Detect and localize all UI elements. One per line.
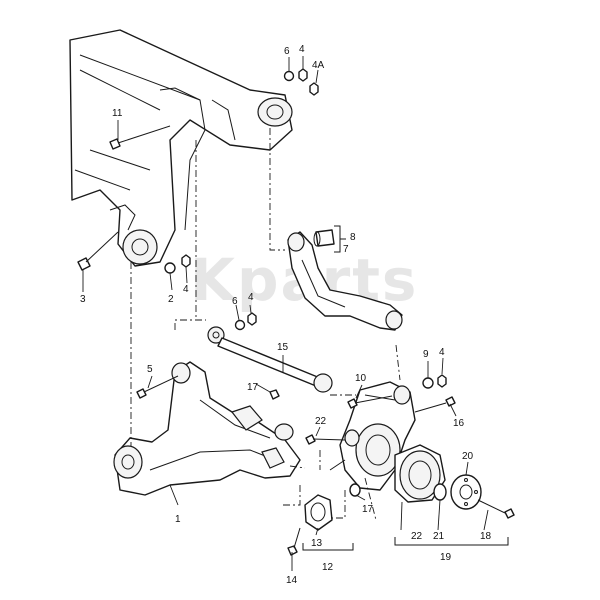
callout-20: 20 xyxy=(462,451,474,462)
callout-16: 16 xyxy=(453,418,465,429)
callout-6-mid: 6 xyxy=(232,296,238,307)
circlip-21 xyxy=(433,483,447,501)
subframe xyxy=(69,29,293,267)
callout-3: 3 xyxy=(80,294,86,305)
upper-control-arm xyxy=(287,231,403,331)
callout-13: 13 xyxy=(311,538,323,549)
bolt-16 xyxy=(414,396,456,413)
bolt-5 xyxy=(136,375,179,399)
wheel-bearing-unit xyxy=(394,444,446,503)
bolt-11 xyxy=(109,125,171,150)
bolt-17-upper xyxy=(269,389,280,400)
brackets xyxy=(302,225,509,551)
bolt-3 xyxy=(77,231,119,271)
callout-4-right: 4 xyxy=(439,347,445,358)
callout-17-lower: 17 xyxy=(362,504,374,515)
callout-8: 8 xyxy=(350,232,356,243)
bolt-22-left xyxy=(305,434,346,445)
callout-15: 15 xyxy=(277,342,289,353)
leader-lines xyxy=(82,56,489,571)
bushing-13 xyxy=(304,494,333,531)
bolt-10 xyxy=(347,395,393,409)
callout-9: 9 xyxy=(423,349,429,360)
callout-4-top: 4 xyxy=(299,44,305,55)
callout-labels: 6 4 4A 11 8 7 4 3 2 6 4 15 5 9 4 10 17 1… xyxy=(80,44,492,586)
nut-4A xyxy=(309,82,319,96)
callout-12: 12 xyxy=(322,562,334,573)
callout-11: 11 xyxy=(112,108,123,119)
callout-21: 21 xyxy=(433,531,445,542)
callout-18: 18 xyxy=(480,531,492,542)
nut-4-left xyxy=(181,254,191,268)
washer-6-mid xyxy=(234,319,246,331)
track-rod xyxy=(207,326,333,393)
callout-2: 2 xyxy=(168,294,174,305)
nut-4-top xyxy=(298,68,308,82)
callout-1: 1 xyxy=(175,514,181,525)
bush-17-lower xyxy=(349,483,361,497)
callout-5: 5 xyxy=(147,364,153,375)
callout-17-upper: 17 xyxy=(247,382,259,393)
callout-14: 14 xyxy=(286,575,298,586)
callout-19: 19 xyxy=(440,552,452,563)
callout-22-left: 22 xyxy=(315,416,327,427)
lower-wishbone xyxy=(113,361,301,496)
nut-4-mid xyxy=(247,312,257,326)
bushing-8 xyxy=(315,229,335,247)
callout-4-left: 4 xyxy=(183,284,189,295)
wheel-hub xyxy=(450,474,482,510)
callout-6-top: 6 xyxy=(284,46,290,57)
bolt-14 xyxy=(287,527,301,556)
hub-bolt-18 xyxy=(477,499,515,519)
callout-4-mid: 4 xyxy=(248,292,254,303)
callout-10: 10 xyxy=(355,373,367,384)
callout-7: 7 xyxy=(343,244,349,255)
washer-6-top xyxy=(283,70,295,82)
washer-9 xyxy=(422,377,434,389)
nut-4-right xyxy=(437,374,447,388)
callout-22-bottom: 22 xyxy=(411,531,423,542)
washer-2 xyxy=(164,262,176,274)
assembly-lines xyxy=(130,128,401,521)
callout-4A: 4A xyxy=(312,60,325,71)
